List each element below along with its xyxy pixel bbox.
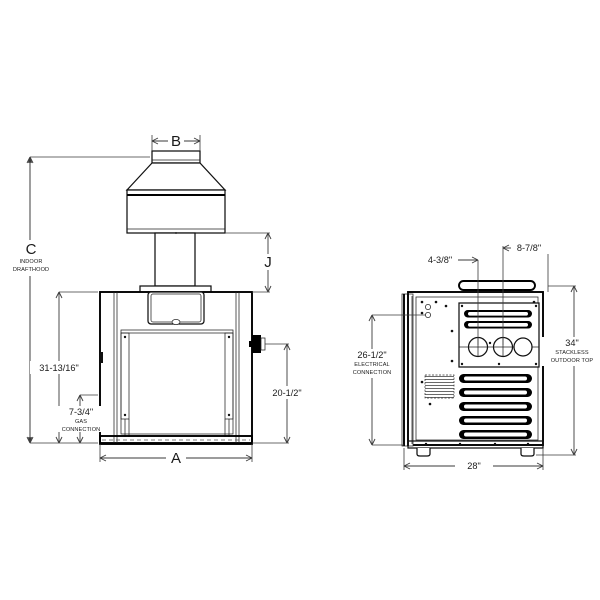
dim-electrical-connection: 26-1/2" ELECTRICAL CONNECTION	[344, 314, 426, 446]
top-rail-bar	[458, 280, 536, 291]
left-view-group: C INDOOR DRAFTHOOD B J	[13, 133, 312, 467]
upper-tube-bank	[464, 310, 532, 329]
dim-gas-connection-height: 7-3/4" GAS CONNECTION	[55, 394, 107, 444]
dim-gas-sub1: GAS	[75, 419, 87, 425]
front-door-panel	[120, 329, 234, 435]
dim-C-sub2: DRAFTHOOD	[13, 267, 49, 273]
dim-34-sub2: OUTDOOR TOP	[551, 358, 594, 364]
dim-4-3-8-label: 4-3/8"	[428, 255, 452, 265]
base-plinth	[99, 435, 253, 445]
dim-34-sub1: STACKLESS	[555, 350, 589, 356]
upper-control-panel	[458, 302, 540, 368]
foot-left	[416, 448, 431, 457]
dim-gas-sub2: CONNECTION	[62, 427, 101, 433]
dim-gas-from-top-label: 20-1/2"	[272, 388, 301, 398]
dim-B-flue-width: B	[151, 133, 201, 151]
drafthood-body	[126, 189, 226, 234]
right-view-group: 4-3/8" 8-7/8" 26-1/2" ELECTRICAL CONNECT…	[344, 242, 600, 472]
dim-A-overall-width: A	[99, 444, 253, 467]
heater-cabinet	[99, 291, 253, 445]
electrical-knockout-lower	[425, 312, 431, 318]
hatch-latch	[171, 319, 181, 325]
dim-34-label: 34"	[565, 338, 578, 348]
side-vent-grille	[424, 374, 455, 399]
dim-B-label: B	[171, 133, 181, 150]
dim-overall-height-stackless: 34" STACKLESS OUTDOOR TOP	[536, 285, 600, 456]
dim-A-label: A	[171, 450, 181, 467]
top-rail-inner	[463, 283, 531, 287]
dim-J-drafthood-height: J	[225, 232, 277, 293]
gas-valve-body	[252, 335, 261, 353]
gas-valve-stub	[249, 341, 253, 347]
dim-C-indoor-drafthood: C INDOOR DRAFTHOOD	[13, 156, 150, 444]
drafthood-assembly	[125, 150, 227, 294]
stack-center-mark	[175, 232, 177, 234]
lower-tube-bank	[459, 374, 532, 439]
side-base-rail	[407, 440, 544, 449]
dim-28-label: 28"	[467, 461, 480, 471]
connection-ports	[459, 336, 539, 358]
dim-J-label: J	[264, 254, 272, 271]
gas-valve-cap	[260, 337, 266, 351]
dim-port-offset-right: 8-7/8"	[502, 242, 549, 345]
dim-body-height-label: 31-13/16"	[39, 363, 79, 373]
flue-collar	[151, 150, 201, 164]
dim-electrical-label: 26-1/2"	[357, 350, 386, 360]
top-cap-rail	[458, 280, 536, 291]
left-side-latch	[100, 352, 103, 363]
dim-gas-from-top: 20-1/2"	[252, 343, 312, 444]
dim-electrical-sub2: CONNECTION	[353, 370, 392, 376]
dim-gas-height-label: 7-3/4"	[69, 407, 93, 417]
side-inner-panel	[415, 296, 539, 441]
electrical-knockout-upper	[425, 304, 431, 310]
dim-C-sub1: INDOOR	[20, 259, 43, 265]
dim-electrical-sub1: ELECTRICAL	[354, 362, 390, 368]
dim-C-label: C	[26, 241, 37, 258]
foot-right	[520, 448, 535, 457]
stack-column	[154, 232, 196, 287]
dim-overall-depth: 28"	[403, 448, 544, 472]
port-right-circle	[513, 337, 533, 357]
side-cabinet-body	[401, 291, 544, 457]
dim-8-7-8-label: 8-7/8"	[517, 243, 541, 253]
dim-port-offset-left: 4-3/8"	[421, 254, 479, 345]
